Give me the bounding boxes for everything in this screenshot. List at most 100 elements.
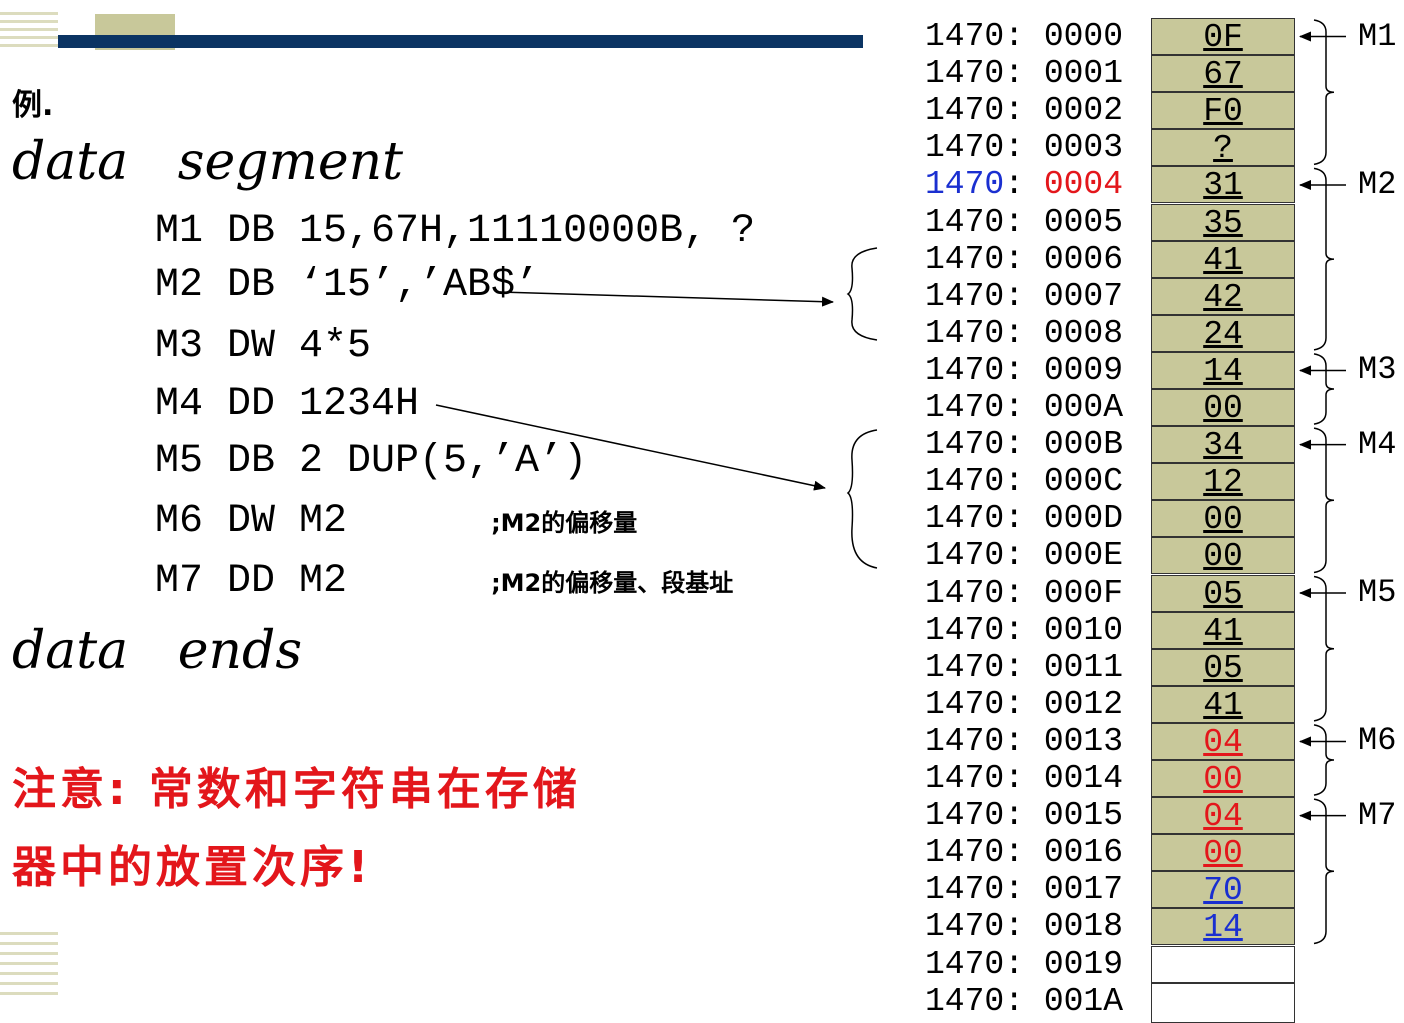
address-separator: : — [1004, 797, 1044, 834]
memory-cell: 00 — [1151, 760, 1295, 798]
address-separator: : — [1004, 983, 1044, 1020]
address-offset: 0003 — [1043, 129, 1124, 166]
brace-left-m2 — [846, 247, 878, 341]
code-text: M4 DD 1234H — [155, 382, 420, 427]
memory-cell: 04 — [1151, 723, 1295, 761]
memory-cell: ? — [1151, 129, 1295, 167]
address-separator: : — [1004, 686, 1044, 723]
memory-cell: 14 — [1151, 908, 1295, 946]
memory-address: 1470: 0013 — [925, 725, 1123, 762]
address-offset: 0001 — [1043, 55, 1124, 92]
memory-address: 1470: 0014 — [925, 762, 1123, 799]
memory-address: 1470: 0016 — [925, 836, 1123, 873]
memory-address: 1470: 0005 — [925, 206, 1123, 243]
code-text: M7 DD M2 — [155, 559, 492, 604]
address-separator: : — [1004, 834, 1044, 871]
address-segment: 1470 — [925, 463, 1005, 500]
variable-label: M7 — [1358, 797, 1397, 834]
decorative-stripe — [0, 44, 58, 47]
address-offset: 0010 — [1043, 612, 1124, 649]
address-separator: : — [1004, 315, 1044, 352]
memory-cell: 00 — [1151, 834, 1295, 872]
memory-cell: 05 — [1151, 649, 1295, 687]
decorative-stripe — [0, 942, 58, 945]
address-separator: : — [1004, 575, 1044, 612]
address-segment: 1470 — [925, 129, 1005, 166]
address-offset: 000D — [1043, 500, 1124, 537]
address-segment: 1470 — [925, 871, 1005, 908]
memory-cell: 00 — [1151, 537, 1295, 575]
address-separator: : — [1004, 946, 1044, 983]
group-brace — [1313, 724, 1335, 796]
address-segment: 1470 — [925, 204, 1005, 241]
memory-cell: 04 — [1151, 797, 1295, 835]
address-separator: : — [1004, 463, 1044, 500]
address-segment: 1470 — [925, 797, 1005, 834]
decorative-stripe — [0, 20, 58, 23]
variable-label: M6 — [1358, 722, 1397, 759]
address-segment: 1470 — [925, 18, 1005, 55]
memory-cell: 42 — [1151, 278, 1295, 316]
memory-address: 1470: 0009 — [925, 354, 1123, 391]
variable-label: M1 — [1358, 18, 1397, 55]
address-separator: : — [1004, 278, 1044, 315]
address-offset: 0006 — [1043, 241, 1124, 278]
group-brace — [1313, 353, 1335, 425]
decorative-stripe — [0, 932, 58, 935]
address-separator: : — [1004, 129, 1044, 166]
group-brace — [1313, 798, 1335, 945]
memory-address: 1470: 000B — [925, 428, 1123, 465]
decorative-stripe — [0, 36, 58, 39]
address-offset: 0009 — [1043, 352, 1124, 389]
address-segment: 1470 — [925, 166, 1005, 203]
address-offset: 0007 — [1043, 278, 1124, 315]
address-offset: 000A — [1043, 389, 1124, 426]
decorative-title-bar — [58, 35, 863, 48]
brace-left-m4 — [846, 429, 878, 569]
decorative-stripe — [0, 28, 58, 31]
decorative-stripe — [0, 952, 58, 955]
memory-cell: 41 — [1151, 241, 1295, 279]
address-segment: 1470 — [925, 612, 1005, 649]
address-offset: 0008 — [1043, 315, 1124, 352]
decorative-stripe — [0, 972, 58, 975]
memory-address: 1470: 0015 — [925, 799, 1123, 836]
code-text: M2 DB ‘15’,’AB$’ — [155, 263, 540, 308]
memory-address: 1470: 0004 — [925, 168, 1123, 205]
address-separator: : — [1004, 537, 1044, 574]
memory-address: 1470: 000D — [925, 502, 1123, 539]
address-segment: 1470 — [925, 537, 1005, 574]
address-segment: 1470 — [925, 908, 1005, 945]
memory-cell: 34 — [1151, 426, 1295, 464]
address-offset: 0017 — [1043, 871, 1124, 908]
memory-cell: 67 — [1151, 55, 1295, 93]
address-separator: : — [1004, 204, 1044, 241]
variable-label: M5 — [1358, 574, 1397, 611]
address-offset: 0016 — [1043, 834, 1124, 871]
address-offset: 000F — [1043, 575, 1124, 612]
memory-address: 1470: 0018 — [925, 910, 1123, 947]
address-segment: 1470 — [925, 241, 1005, 278]
address-offset: 0014 — [1043, 760, 1124, 797]
address-offset: 0002 — [1043, 92, 1124, 129]
code-line-m6: M6 DW M2 ;M2的偏移量 — [155, 502, 637, 542]
code-text: M1 DB 15,67H,11110000B, ? — [155, 209, 756, 254]
address-segment: 1470 — [925, 92, 1005, 129]
memory-cell: 35 — [1151, 204, 1295, 242]
address-separator: : — [1004, 723, 1044, 760]
memory-address: 1470: 0007 — [925, 280, 1123, 317]
address-offset: 000B — [1043, 426, 1124, 463]
memory-address: 1470: 0002 — [925, 94, 1123, 131]
memory-cell: 00 — [1151, 500, 1295, 538]
code-line-m7: M7 DD M2 ;M2的偏移量、段基址 — [155, 562, 733, 602]
group-brace — [1313, 19, 1335, 166]
variable-label: M2 — [1358, 166, 1397, 203]
memory-cell: 31 — [1151, 166, 1295, 204]
address-segment: 1470 — [925, 760, 1005, 797]
example-label: 例. — [12, 88, 54, 123]
memory-cell: 14 — [1151, 352, 1295, 390]
address-segment: 1470 — [925, 723, 1005, 760]
note-line-2: 器中的放置次序! — [12, 842, 373, 893]
memory-cell: F0 — [1151, 92, 1295, 130]
